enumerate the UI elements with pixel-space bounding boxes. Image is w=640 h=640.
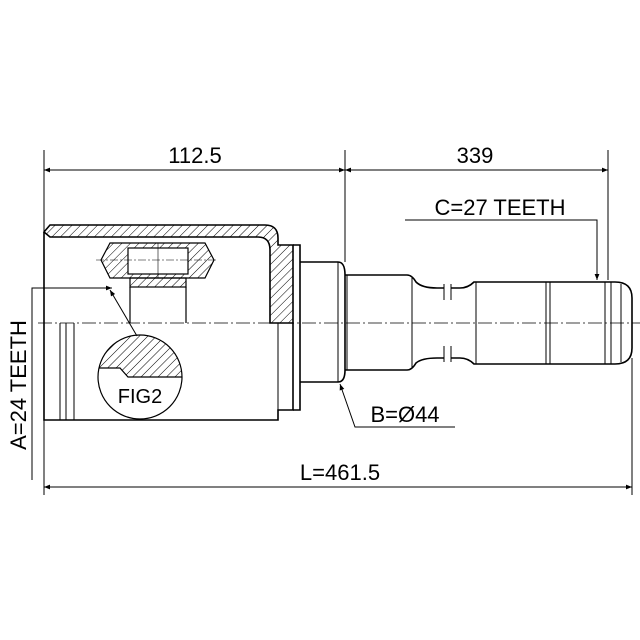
bearing-detail [96, 242, 218, 323]
length-label: L=461.5 [300, 460, 380, 485]
dimension-112-5: 112.5 [168, 143, 221, 168]
spline-b-label: B=Ø44 [370, 402, 439, 427]
spline-a-label: A=24 TEETH [6, 320, 31, 450]
dimension-lines [31, 150, 633, 495]
housing [42, 224, 346, 421]
spline-c-label: C=27 TEETH [434, 195, 565, 220]
shaft [345, 274, 633, 371]
fig2-label: FIG2 [118, 386, 162, 408]
fig2-detail: FIG2 [97, 334, 183, 420]
dimension-339: 339 [457, 143, 494, 168]
